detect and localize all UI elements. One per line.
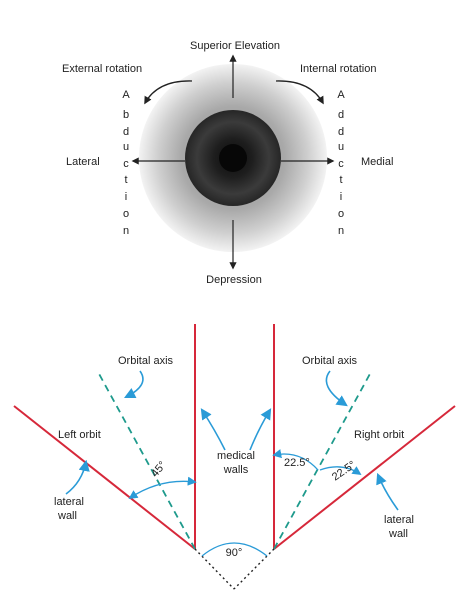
angle-22-5-label-a: 22.5° — [284, 457, 310, 469]
abduction-letter: b — [123, 109, 129, 121]
adduction-letter: d — [338, 126, 344, 138]
left-orbital-axis-line — [98, 372, 195, 549]
adduction-letter: d — [338, 109, 344, 121]
adduction-letter: i — [340, 191, 342, 203]
orbit-diagram: Orbital axis Orbital axis Left orbit Rig… — [14, 324, 455, 589]
abduction-vertical-text: A b d u c t i o n — [122, 89, 130, 237]
angle-45-arc — [130, 481, 195, 498]
left-orbit-label: Left orbit — [58, 429, 101, 441]
lateral-wall-left-label-line1: lateral — [54, 496, 84, 508]
medial-walls-label-line1: medical — [217, 450, 255, 462]
angle-45-label: 45° — [149, 459, 169, 479]
medial-label: Medial — [361, 156, 393, 168]
right-orbit-label: Right orbit — [354, 429, 404, 441]
depression-label: Depression — [206, 274, 262, 286]
adduction-letter: A — [337, 89, 345, 101]
eye-diagram: Superior Elevation Depression Lateral Me… — [62, 40, 393, 286]
superior-elevation-label: Superior Elevation — [190, 40, 280, 52]
orbital-axis-left-pointer — [126, 371, 143, 397]
lateral-wall-right-pointer — [378, 475, 398, 510]
internal-rotation-label: Internal rotation — [300, 63, 376, 75]
left-lateral-wall-line — [14, 406, 195, 549]
abduction-letter: n — [123, 225, 129, 237]
medial-walls-label-line2: walls — [223, 464, 249, 476]
pupil — [219, 144, 247, 172]
orbital-axis-right-label: Orbital axis — [302, 355, 358, 367]
adduction-letter: u — [338, 141, 344, 153]
abduction-letter: u — [123, 141, 129, 153]
abduction-letter: d — [123, 126, 129, 138]
lateral-wall-right-label-line1: lateral — [384, 514, 414, 526]
medial-wall-right-pointer — [250, 410, 270, 450]
adduction-vertical-text: A d d u c t i o n — [337, 89, 345, 237]
lateral-label: Lateral — [66, 156, 100, 168]
abduction-letter: i — [125, 191, 127, 203]
lateral-wall-left-pointer — [66, 462, 86, 494]
medial-wall-left-pointer — [202, 410, 225, 450]
angle-22-5-label-b: 22.5° — [330, 459, 358, 484]
adduction-letter: t — [339, 174, 342, 186]
external-rotation-label: External rotation — [62, 63, 142, 75]
angle-90-label: 90° — [226, 547, 243, 559]
abduction-letter: c — [123, 158, 129, 170]
adduction-letter: c — [338, 158, 344, 170]
abduction-letter: o — [123, 208, 129, 220]
adduction-letter: o — [338, 208, 344, 220]
lateral-wall-left-label-line2: wall — [57, 510, 77, 522]
orbital-axis-right-pointer — [326, 371, 346, 405]
orbital-axis-left-label: Orbital axis — [118, 355, 174, 367]
lateral-wall-right-label-line2: wall — [388, 528, 408, 540]
right-lateral-wall-line — [274, 406, 455, 549]
abduction-letter: A — [122, 89, 130, 101]
adduction-letter: n — [338, 225, 344, 237]
abduction-letter: t — [124, 174, 127, 186]
